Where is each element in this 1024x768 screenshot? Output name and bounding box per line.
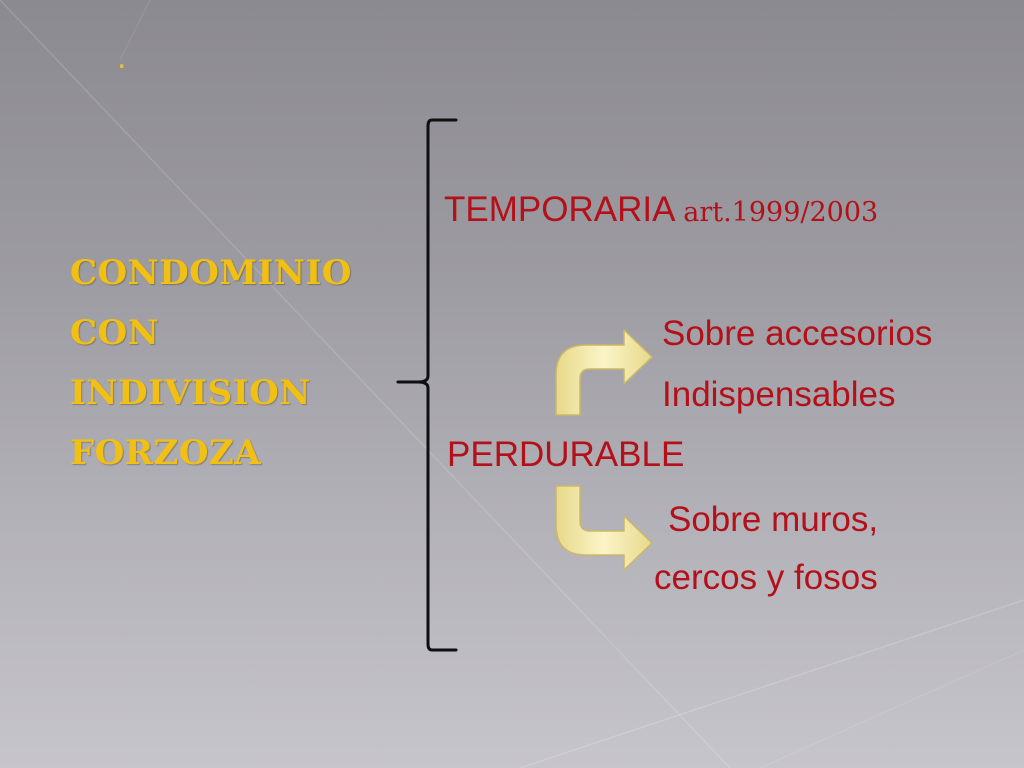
curved-arrow-down-icon — [555, 485, 653, 571]
slide-title: . — [117, 38, 127, 76]
heading-line-1: CONDOMINIO — [70, 253, 352, 293]
sobre-muros-text: Sobre muros, — [668, 500, 879, 539]
temporaria-ref: art.1999/2003 — [683, 197, 879, 228]
sobre-accesorios-text: Sobre accesorios — [662, 314, 933, 353]
temporaria-label: TEMPORARIA — [444, 190, 674, 229]
heading-line-2: CON — [70, 313, 160, 353]
cercos-fosos-text: cercos y fosos — [654, 558, 878, 597]
indispensables-text: Indispensables — [662, 375, 896, 414]
heading-line-3: INDIVISION — [70, 373, 311, 413]
condominio-heading: CONDOMINIO CON INDIVISION FORZOZA — [70, 243, 352, 483]
curved-arrow-up-icon — [555, 329, 653, 416]
heading-line-4: FORZOZA — [70, 433, 262, 473]
temporaria-item: TEMPORARIA art.1999/2003 — [444, 192, 878, 227]
perdurable-label: PERDURABLE — [447, 435, 685, 474]
